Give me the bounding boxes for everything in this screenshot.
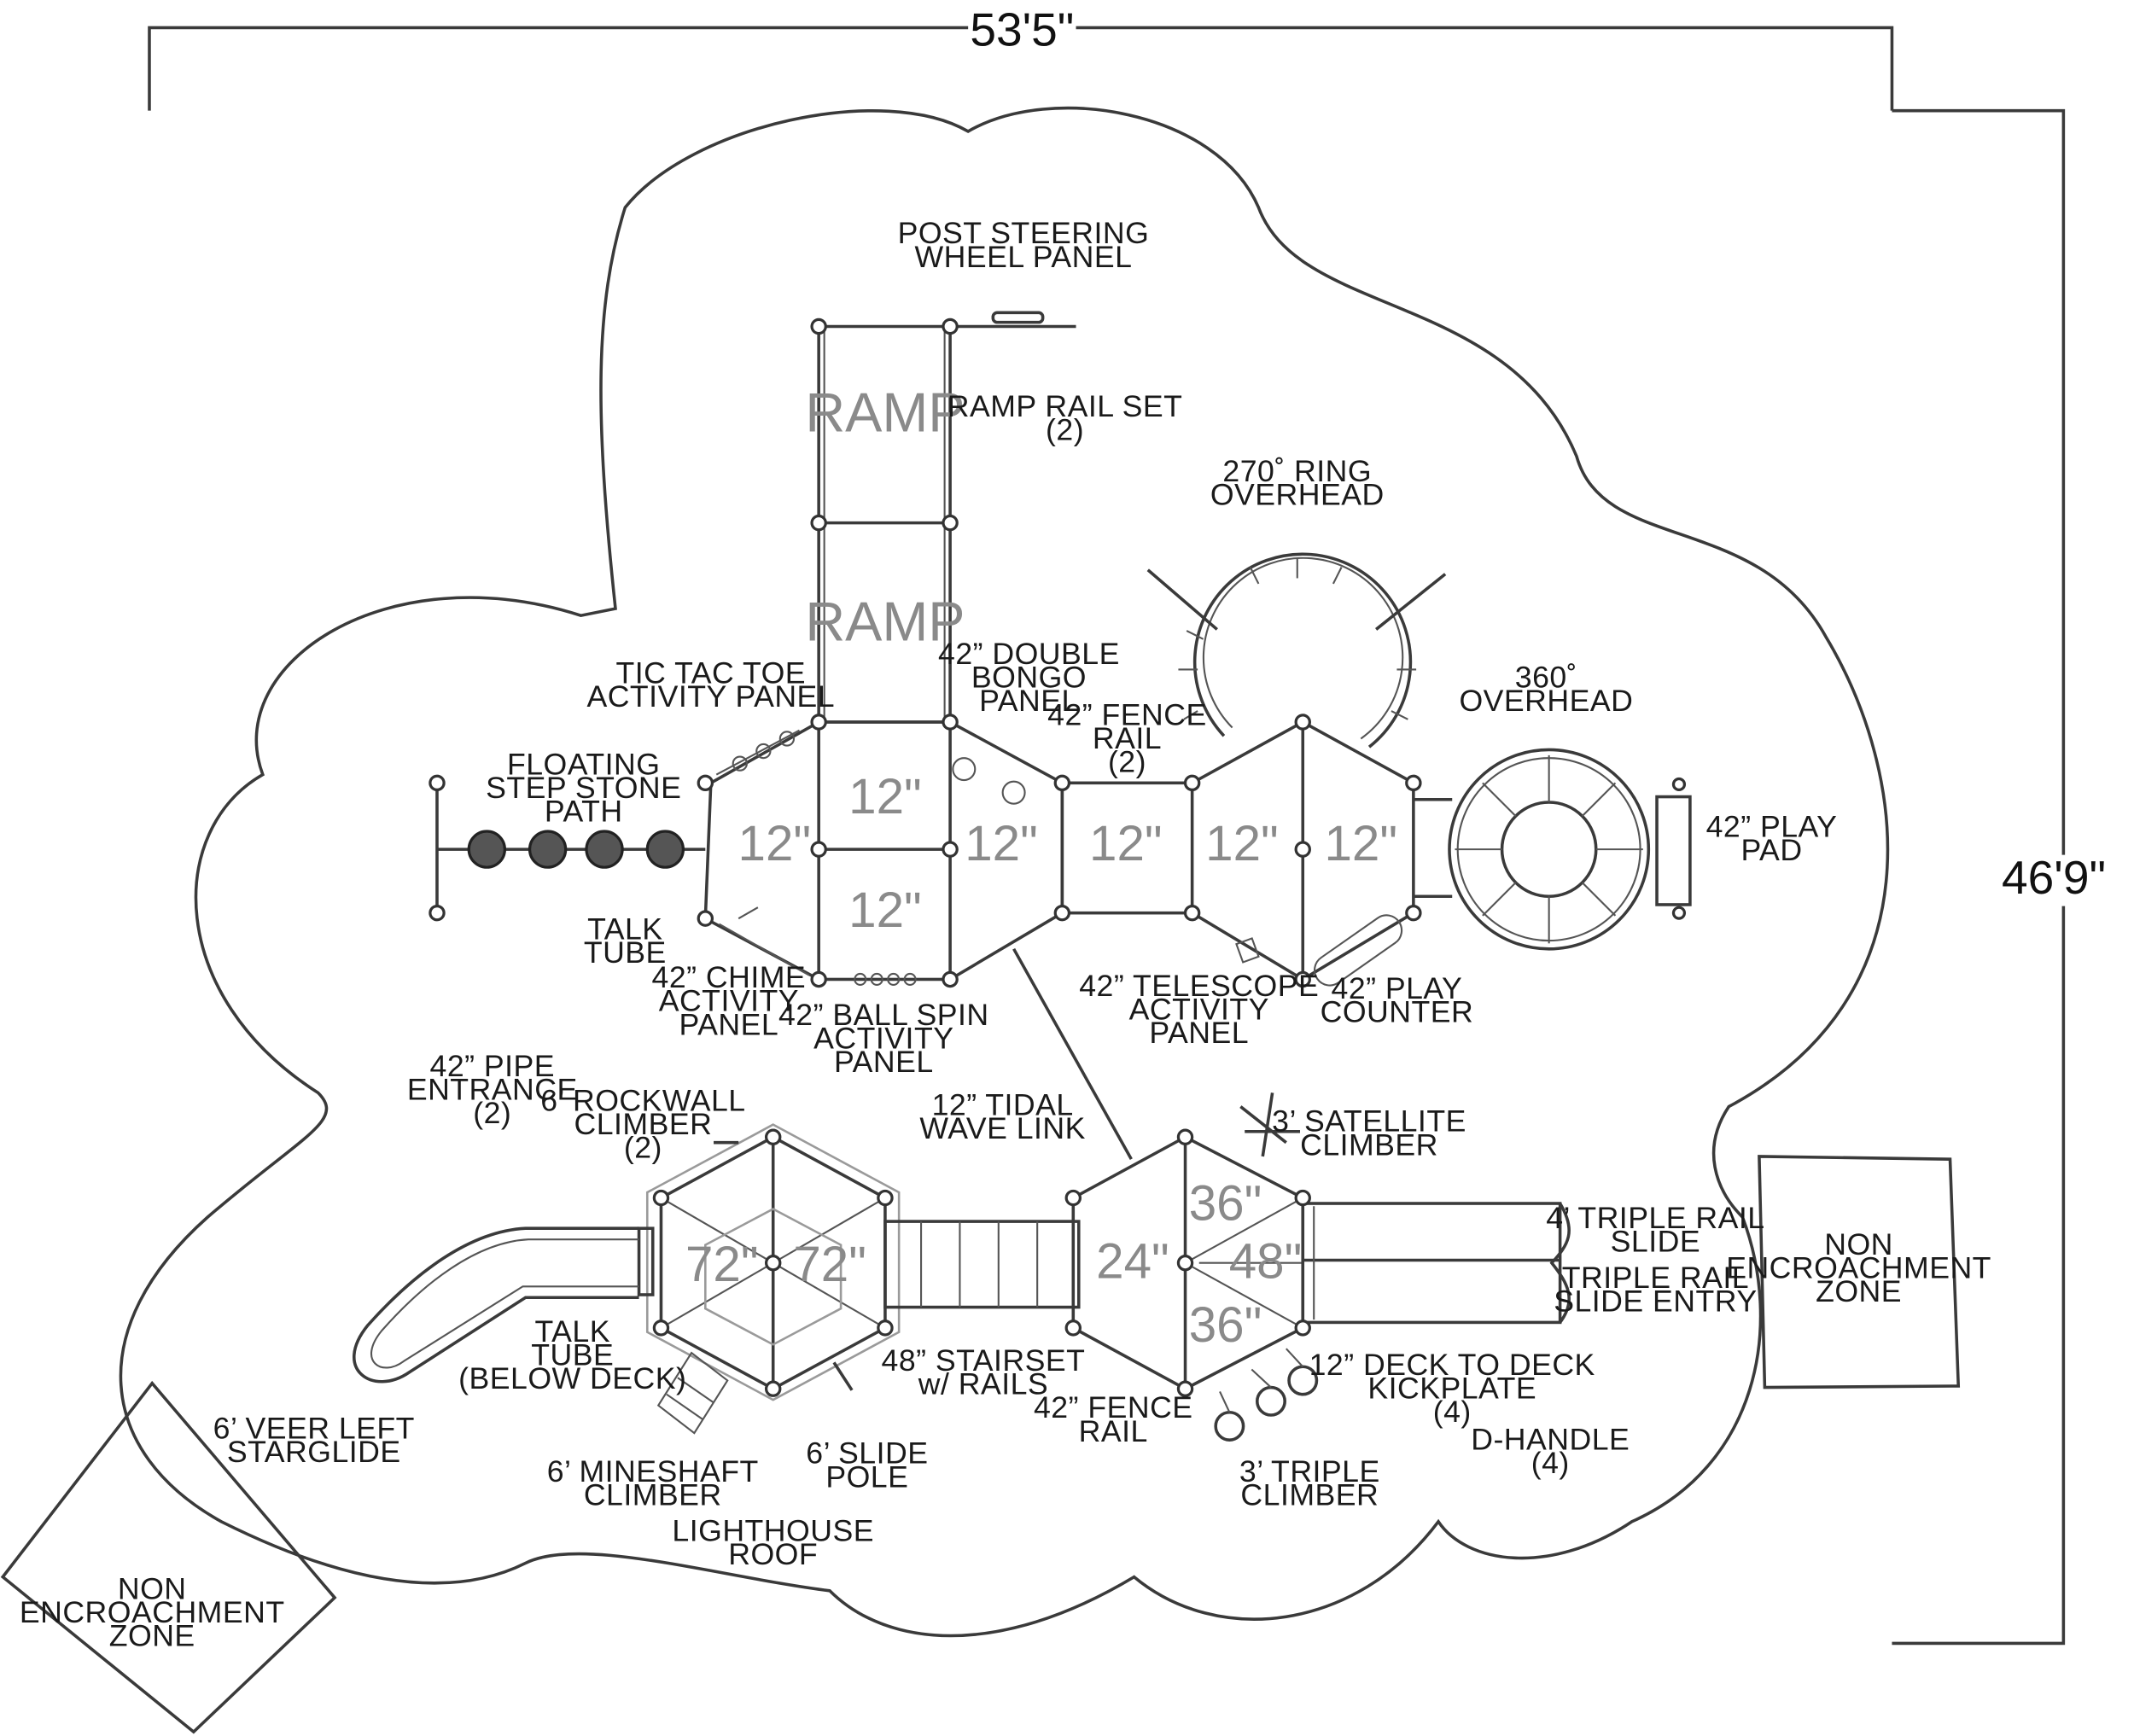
ring-overhead: [1146, 552, 1447, 749]
lower-posts: [1064, 1128, 1311, 1397]
deck-label-72-right: 72": [793, 1237, 866, 1292]
deck-label-72-left: 72": [685, 1237, 759, 1292]
deck-label-36-top: 36": [1189, 1175, 1262, 1231]
deck-label-24: 24": [1096, 1234, 1169, 1290]
width-dimension-line: [148, 26, 1894, 111]
lighthouse-posts: [652, 1128, 894, 1397]
non-encroachment-zone-left: [0, 1380, 337, 1734]
deck-label-left: 12": [738, 816, 812, 871]
ramp-label-top: RAMP: [805, 382, 965, 444]
overhead-360: [1448, 748, 1692, 951]
label-d-handle: D-HANDLE(4): [1471, 1423, 1630, 1481]
height-dimension-line: [1892, 108, 2066, 1646]
deck-label-center-bottom: 12": [848, 883, 922, 938]
veer-left-starglide: [353, 1226, 639, 1384]
use-zone-boundary: [119, 106, 1890, 1638]
ramp-label-bottom: RAMP: [805, 590, 965, 652]
deck-label-right-a: 12": [1205, 816, 1279, 871]
deck-label-center-right: 12": [965, 816, 1038, 871]
upper-deck-cluster: [435, 719, 1453, 987]
deck-label-bridge: 12": [1089, 816, 1163, 871]
width-dimension-label: 53'5": [970, 3, 1074, 55]
non-encroachment-zone-right: [1758, 1155, 1961, 1389]
upper-posts: [429, 317, 1422, 988]
deck-label-36-bottom: 36": [1189, 1297, 1262, 1353]
tidal-wave-link: [1012, 947, 1133, 1161]
label-ramp-rail: RAMP RAIL SET(2): [947, 389, 1183, 447]
height-dimension-label: 46'9": [2002, 851, 2106, 904]
deck-label-48: 48": [1229, 1234, 1303, 1290]
deck-label-center-top: 12": [848, 769, 922, 824]
deck-label-right-b: 12": [1325, 816, 1398, 871]
stairset: [883, 1220, 1081, 1309]
label-overhead-360: 360˚OVERHEAD: [1459, 660, 1633, 718]
